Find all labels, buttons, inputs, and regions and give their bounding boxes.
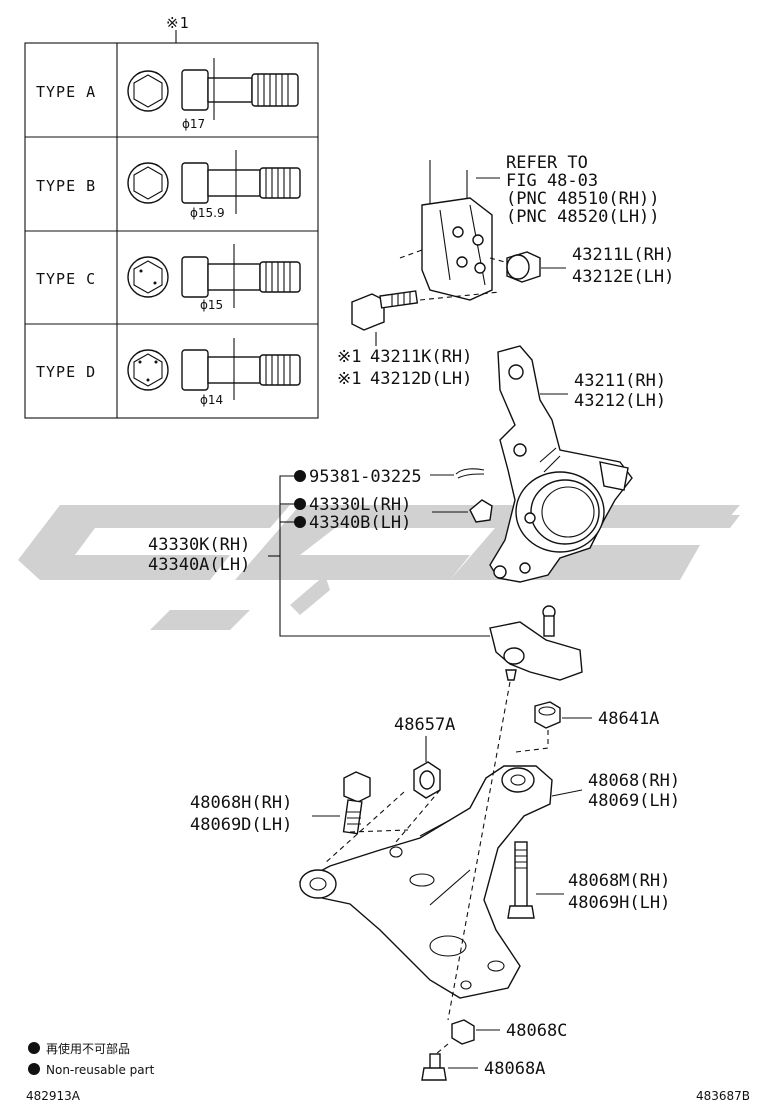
label-43340A: 43340A(LH) (148, 555, 250, 575)
refer-line-4: (PNC 48520(LH)) (506, 207, 660, 227)
cam-bolt-part (351, 290, 419, 346)
label-43211K: 43211K(RH) (370, 347, 472, 367)
label-95381: 95381-03225 (309, 467, 422, 487)
label-43211: 43211(RH) (574, 371, 666, 391)
assembly-dashed-lines (323, 249, 549, 1055)
non-reusable-dot-43340B (294, 516, 306, 528)
type-d-label: TYPE D (36, 363, 96, 381)
bolt-type-table: ※1 TYPE A TYPE B TYPE C TYPE D ϕ17 (24, 14, 319, 419)
label-48068: 48068(RH) (588, 771, 680, 791)
legend-dot-1 (28, 1042, 40, 1054)
label-48641A: 48641A (598, 709, 659, 729)
legend-dot-2 (28, 1063, 40, 1075)
bushing-48657A-part (413, 736, 441, 799)
type-c-bolt-icon: ϕ15 (127, 244, 301, 312)
label-43212D: 43212D(LH) (370, 369, 472, 389)
type-b-label: TYPE B (36, 177, 96, 195)
type-c-label: TYPE C (36, 270, 96, 288)
legend-text-jp: 再使用不可部品 (46, 1041, 130, 1056)
type-b-diameter: ϕ15.9 (190, 206, 225, 220)
type-a-bolt-icon: ϕ17 (127, 58, 299, 131)
label-48069D: 48069D(LH) (190, 815, 292, 835)
mark-1a: ※1 (337, 347, 361, 367)
type-b-bolt-icon: ϕ15.9 (127, 150, 301, 220)
cotter-pin-part (294, 468, 485, 482)
label-43340B: 43340B(LH) (309, 513, 411, 533)
label-48068C: 48068C (506, 1021, 567, 1041)
label-48069H: 48069H(LH) (568, 893, 670, 913)
label-43212: 43212(LH) (574, 391, 666, 411)
legend-text-en: Non-reusable part (46, 1063, 155, 1077)
footer-right-code: 483687B (696, 1089, 750, 1103)
mark-1b: ※1 (337, 369, 361, 389)
steering-knuckle-part (489, 345, 633, 583)
cam-nut-part (506, 251, 566, 283)
label-48657A: 48657A (394, 715, 455, 735)
table-header-mark: ※1 (166, 14, 190, 32)
label-48068A: 48068A (484, 1059, 545, 1079)
type-a-label: TYPE A (36, 83, 96, 101)
bolt-48068A-part (421, 1053, 478, 1081)
label-43211L: 43211L(RH) (572, 245, 674, 265)
type-c-diameter: ϕ15 (200, 298, 223, 312)
bolt-48068H-part (312, 771, 371, 835)
refer-line-3: (PNC 48510(RH)) (506, 189, 660, 209)
type-a-diameter: ϕ17 (182, 117, 205, 131)
bushing-48068C-part (451, 1019, 500, 1045)
type-d-diameter: ϕ14 (200, 393, 223, 407)
ball-joint-part (489, 605, 583, 681)
label-48068M: 48068M(RH) (568, 871, 670, 891)
bolt-48068M-part (507, 841, 564, 919)
label-43330L: 43330L(RH) (309, 495, 411, 515)
type-d-bolt-icon: ϕ14 (127, 338, 301, 407)
non-reusable-dot-95381 (294, 470, 306, 482)
nut-48641A-part (534, 701, 592, 729)
shock-absorber-bracket (421, 160, 500, 301)
dust-deflector-part (294, 498, 493, 528)
footer-left-code: 482913A (26, 1089, 81, 1103)
legend: 再使用不可部品 Non-reusable part (28, 1041, 155, 1077)
refer-line-2: FIG 48-03 (506, 171, 598, 191)
label-43330K: 43330K(RH) (148, 535, 250, 555)
watermark-logo (18, 505, 740, 630)
label-48068H: 48068H(RH) (190, 793, 292, 813)
label-48069: 48069(LH) (588, 791, 680, 811)
refer-line-1: REFER TO (506, 153, 588, 173)
non-reusable-dot-43330L (294, 498, 306, 510)
label-43212E: 43212E(LH) (572, 267, 674, 287)
lower-control-arm-part (298, 765, 583, 999)
